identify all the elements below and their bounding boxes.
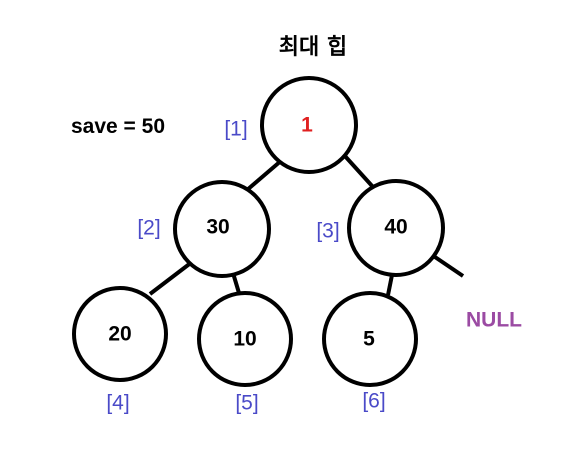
heap-node-5: 10 [197,291,293,387]
node-circle [197,291,293,387]
node-index-label: [3] [316,220,339,243]
node-value: 20 [108,323,131,346]
node-circle [260,76,358,174]
edge-3-6 [386,274,394,296]
heap-node-1: 1 [260,76,358,174]
heap-node-4: 20 [72,286,168,382]
edge-1-3 [342,153,375,189]
node-circle [347,179,445,277]
node-circle [72,286,168,382]
node-index-label: [2] [137,217,160,240]
node-index-label: [1] [224,118,247,141]
node-index-label: [4] [106,392,129,415]
node-value: 5 [363,328,375,351]
heap-node-2: 30 [173,180,271,278]
node-value: 40 [384,216,407,239]
edge-1-2 [245,158,284,192]
diagram-title: 최대 힙 [279,35,347,60]
node-index-label: [6] [362,390,385,413]
save-text: save = 50 [71,115,165,138]
node-value: 10 [233,328,256,351]
node-index-label: [5] [235,392,258,415]
node-value: 30 [206,216,229,239]
edge-3-null [430,253,465,278]
node-circle [322,291,418,387]
heap-node-6: 5 [322,291,418,387]
heap-node-3: 40 [347,179,445,277]
node-value: 1 [301,114,313,137]
null-label: NULL [466,309,522,332]
edge-2-4 [148,260,194,296]
node-circle [173,180,271,278]
